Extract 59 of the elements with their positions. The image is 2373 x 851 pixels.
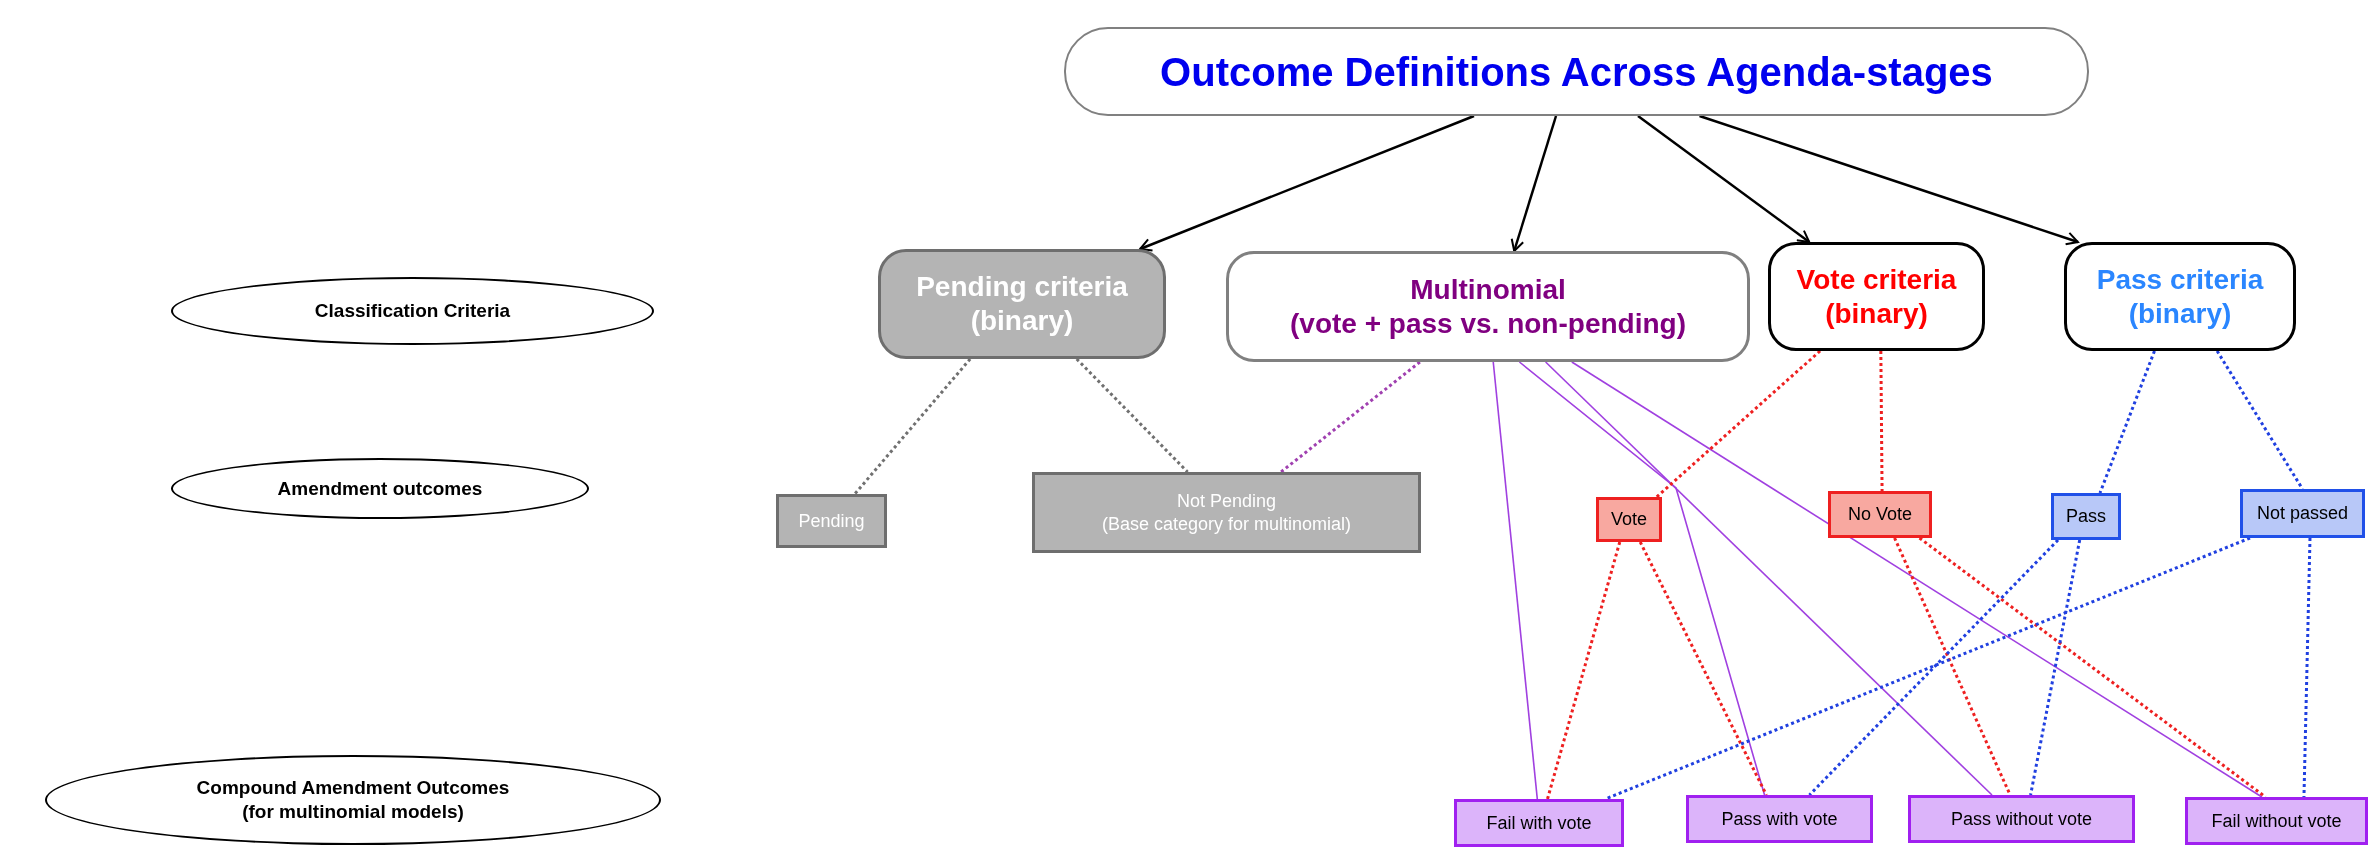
title-text: Outcome Definitions Across Agenda-stages <box>1160 48 1993 96</box>
connector-line <box>853 358 972 495</box>
arrow <box>1699 114 2079 246</box>
outcome-label: Pass <box>2066 505 2106 528</box>
connector-line <box>1280 360 1421 474</box>
connector-line <box>1893 537 2012 796</box>
compound-outcome-box <box>1454 799 1624 847</box>
criteria-title: Pass criteria <box>2096 262 2264 297</box>
outcome-label: Pass without vote <box>1950 807 2093 831</box>
outcome-label: Not Pending <box>1176 490 1277 513</box>
outcome-label: No Vote <box>1847 503 1912 526</box>
compound-outcome-box <box>1908 795 2135 843</box>
criteria-box <box>2064 242 2296 351</box>
connector-line <box>1808 538 2060 797</box>
criteria-box <box>878 249 1166 359</box>
outcome-label: Pass with vote <box>1721 807 1838 831</box>
row-label-note: (for multinomial models) <box>242 800 464 824</box>
connector-line <box>1655 349 1822 499</box>
connector-line <box>2098 350 2156 494</box>
connector-line <box>1604 536 2251 801</box>
connector-line <box>1492 361 1539 800</box>
outcome-note: (Base category for multinomial) <box>1101 512 1352 535</box>
row-label: Compound Amendment Outcomes <box>196 776 510 800</box>
arrow <box>1637 115 1811 243</box>
connector-line <box>1518 361 1766 796</box>
connector-line <box>1075 357 1189 474</box>
connector-line <box>2215 350 2304 490</box>
row-label: Classification Criteria <box>314 299 511 323</box>
outcome-box <box>2240 489 2365 538</box>
outcome-box <box>2051 493 2121 540</box>
connector-line <box>1546 541 1622 800</box>
criteria-box <box>1768 242 1985 351</box>
connector-line <box>1879 351 1884 491</box>
connector-line <box>1638 541 1768 796</box>
outcome-label: Fail without vote <box>2211 809 2342 833</box>
outcome-box <box>1032 472 1421 553</box>
outcome-box <box>1828 491 1932 538</box>
outcome-label: Pending <box>798 509 865 533</box>
connector-line <box>1544 361 1993 796</box>
connector-line <box>1571 361 2263 798</box>
outcome-label: Fail with vote <box>1486 811 1592 835</box>
outcome-box <box>776 494 887 548</box>
criteria-title: Vote criteria <box>1796 262 1957 297</box>
criteria-subtitle: (binary) <box>1825 296 1928 331</box>
compound-outcome-box <box>1686 795 1873 843</box>
criteria-subtitle: (binary) <box>2128 296 2232 331</box>
connector-line <box>2029 539 2082 796</box>
criteria-title: Pending criteria <box>916 270 1128 304</box>
outcome-box <box>1596 497 1662 542</box>
arrow <box>1510 115 1558 252</box>
criteria-title: Multinomial <box>1410 272 1566 307</box>
criteria-box <box>1226 251 1750 362</box>
criteria-subtitle: (binary) <box>970 304 1074 338</box>
arrow <box>1139 114 1475 252</box>
outcome-label: Vote <box>1610 508 1647 531</box>
criteria-subtitle: (vote + pass vs. non-pending) <box>1290 306 1686 341</box>
outcome-label: Not passed <box>2256 502 2349 525</box>
row-label: Amendment outcomes <box>277 476 483 501</box>
compound-outcome-box <box>2185 797 2368 845</box>
